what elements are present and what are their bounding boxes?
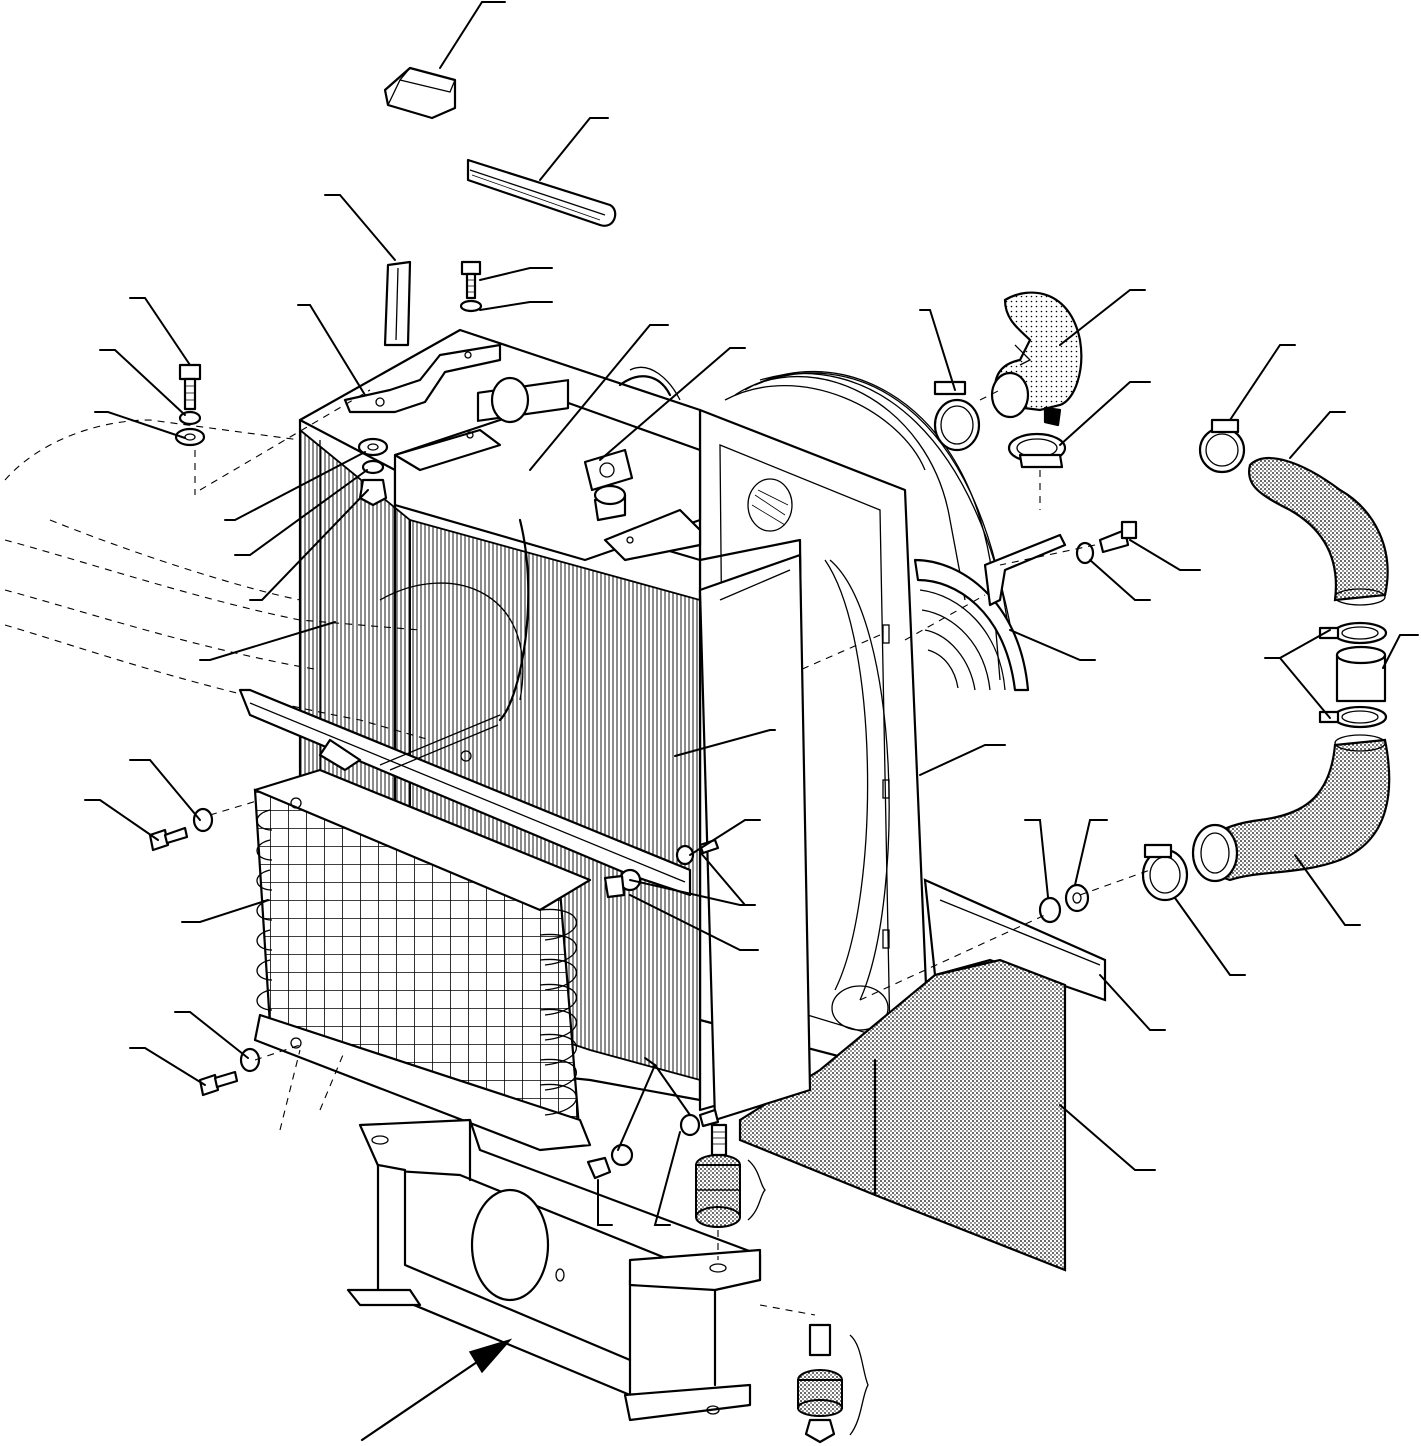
front-direction-arrow <box>360 1338 513 1442</box>
cross-member-angle <box>238 688 692 897</box>
hose-clamp-upper-left <box>933 380 981 452</box>
shroud-bracket <box>983 520 1138 607</box>
hood-outline-phantom <box>4 419 431 741</box>
callout-leaders <box>84 0 1419 1226</box>
top-bracket <box>343 343 502 414</box>
rubber-mount-lower <box>797 1323 869 1444</box>
lower-hose-bottom-section <box>1191 734 1391 883</box>
fasteners-right <box>603 838 1090 924</box>
lower-baffle-plate <box>738 878 1107 1272</box>
upper-hose-elbow <box>990 291 1083 427</box>
fasteners-bottom <box>586 1108 720 1180</box>
seal-strip <box>466 158 617 227</box>
hose-clamp-upper-right <box>1007 432 1067 469</box>
rubber-mount-upper <box>695 1123 766 1228</box>
hose-clamp-top-right <box>1198 418 1246 474</box>
cooler-coils <box>256 809 577 1116</box>
oil-cooler <box>253 768 592 1152</box>
lower-hose-upper-section <box>1247 457 1389 606</box>
vertical-seal-strip <box>383 260 412 347</box>
top-bolt <box>459 260 483 313</box>
fan-guard-grille <box>913 558 1030 692</box>
rubber-block <box>383 66 457 120</box>
hose-clamp-lower <box>1141 843 1189 902</box>
mounting-frame <box>346 1118 762 1422</box>
hose-connector <box>1318 621 1388 729</box>
fasteners-left <box>148 807 261 1097</box>
assembly-axes <box>194 389 1151 1316</box>
